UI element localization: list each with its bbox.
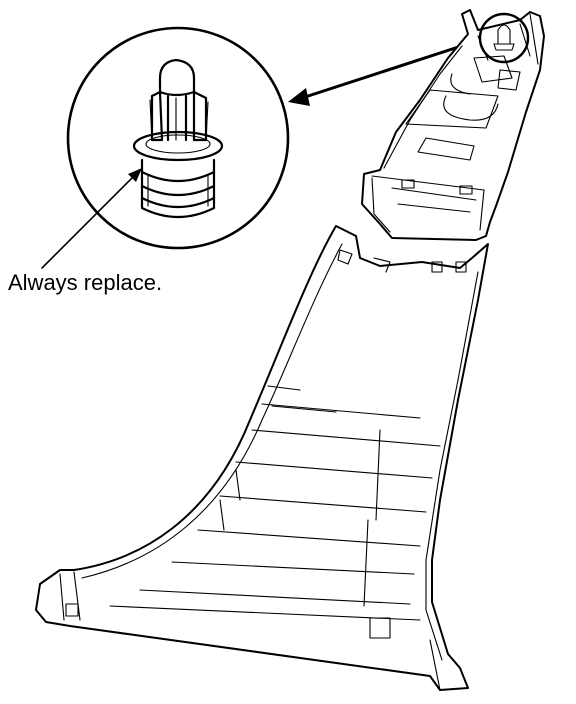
- clip-location-circle: [478, 12, 530, 64]
- upper-garnish-panel: [361, 9, 545, 241]
- always-replace-label: Always replace.: [8, 270, 163, 295]
- detail-pointer-arrowhead: [288, 88, 310, 106]
- callout-arrowhead: [128, 168, 142, 182]
- pillar-trim-panel: [35, 225, 489, 691]
- upper-panel-outline: [361, 9, 545, 241]
- clip-detail-view: [66, 26, 290, 250]
- clip-shank: [140, 158, 216, 218]
- clip-cap: [158, 58, 196, 97]
- clip-flange: [132, 130, 224, 162]
- lower-panel-outline: [35, 225, 489, 691]
- detail-circle: [66, 26, 290, 250]
- callout-leader: [41, 171, 139, 269]
